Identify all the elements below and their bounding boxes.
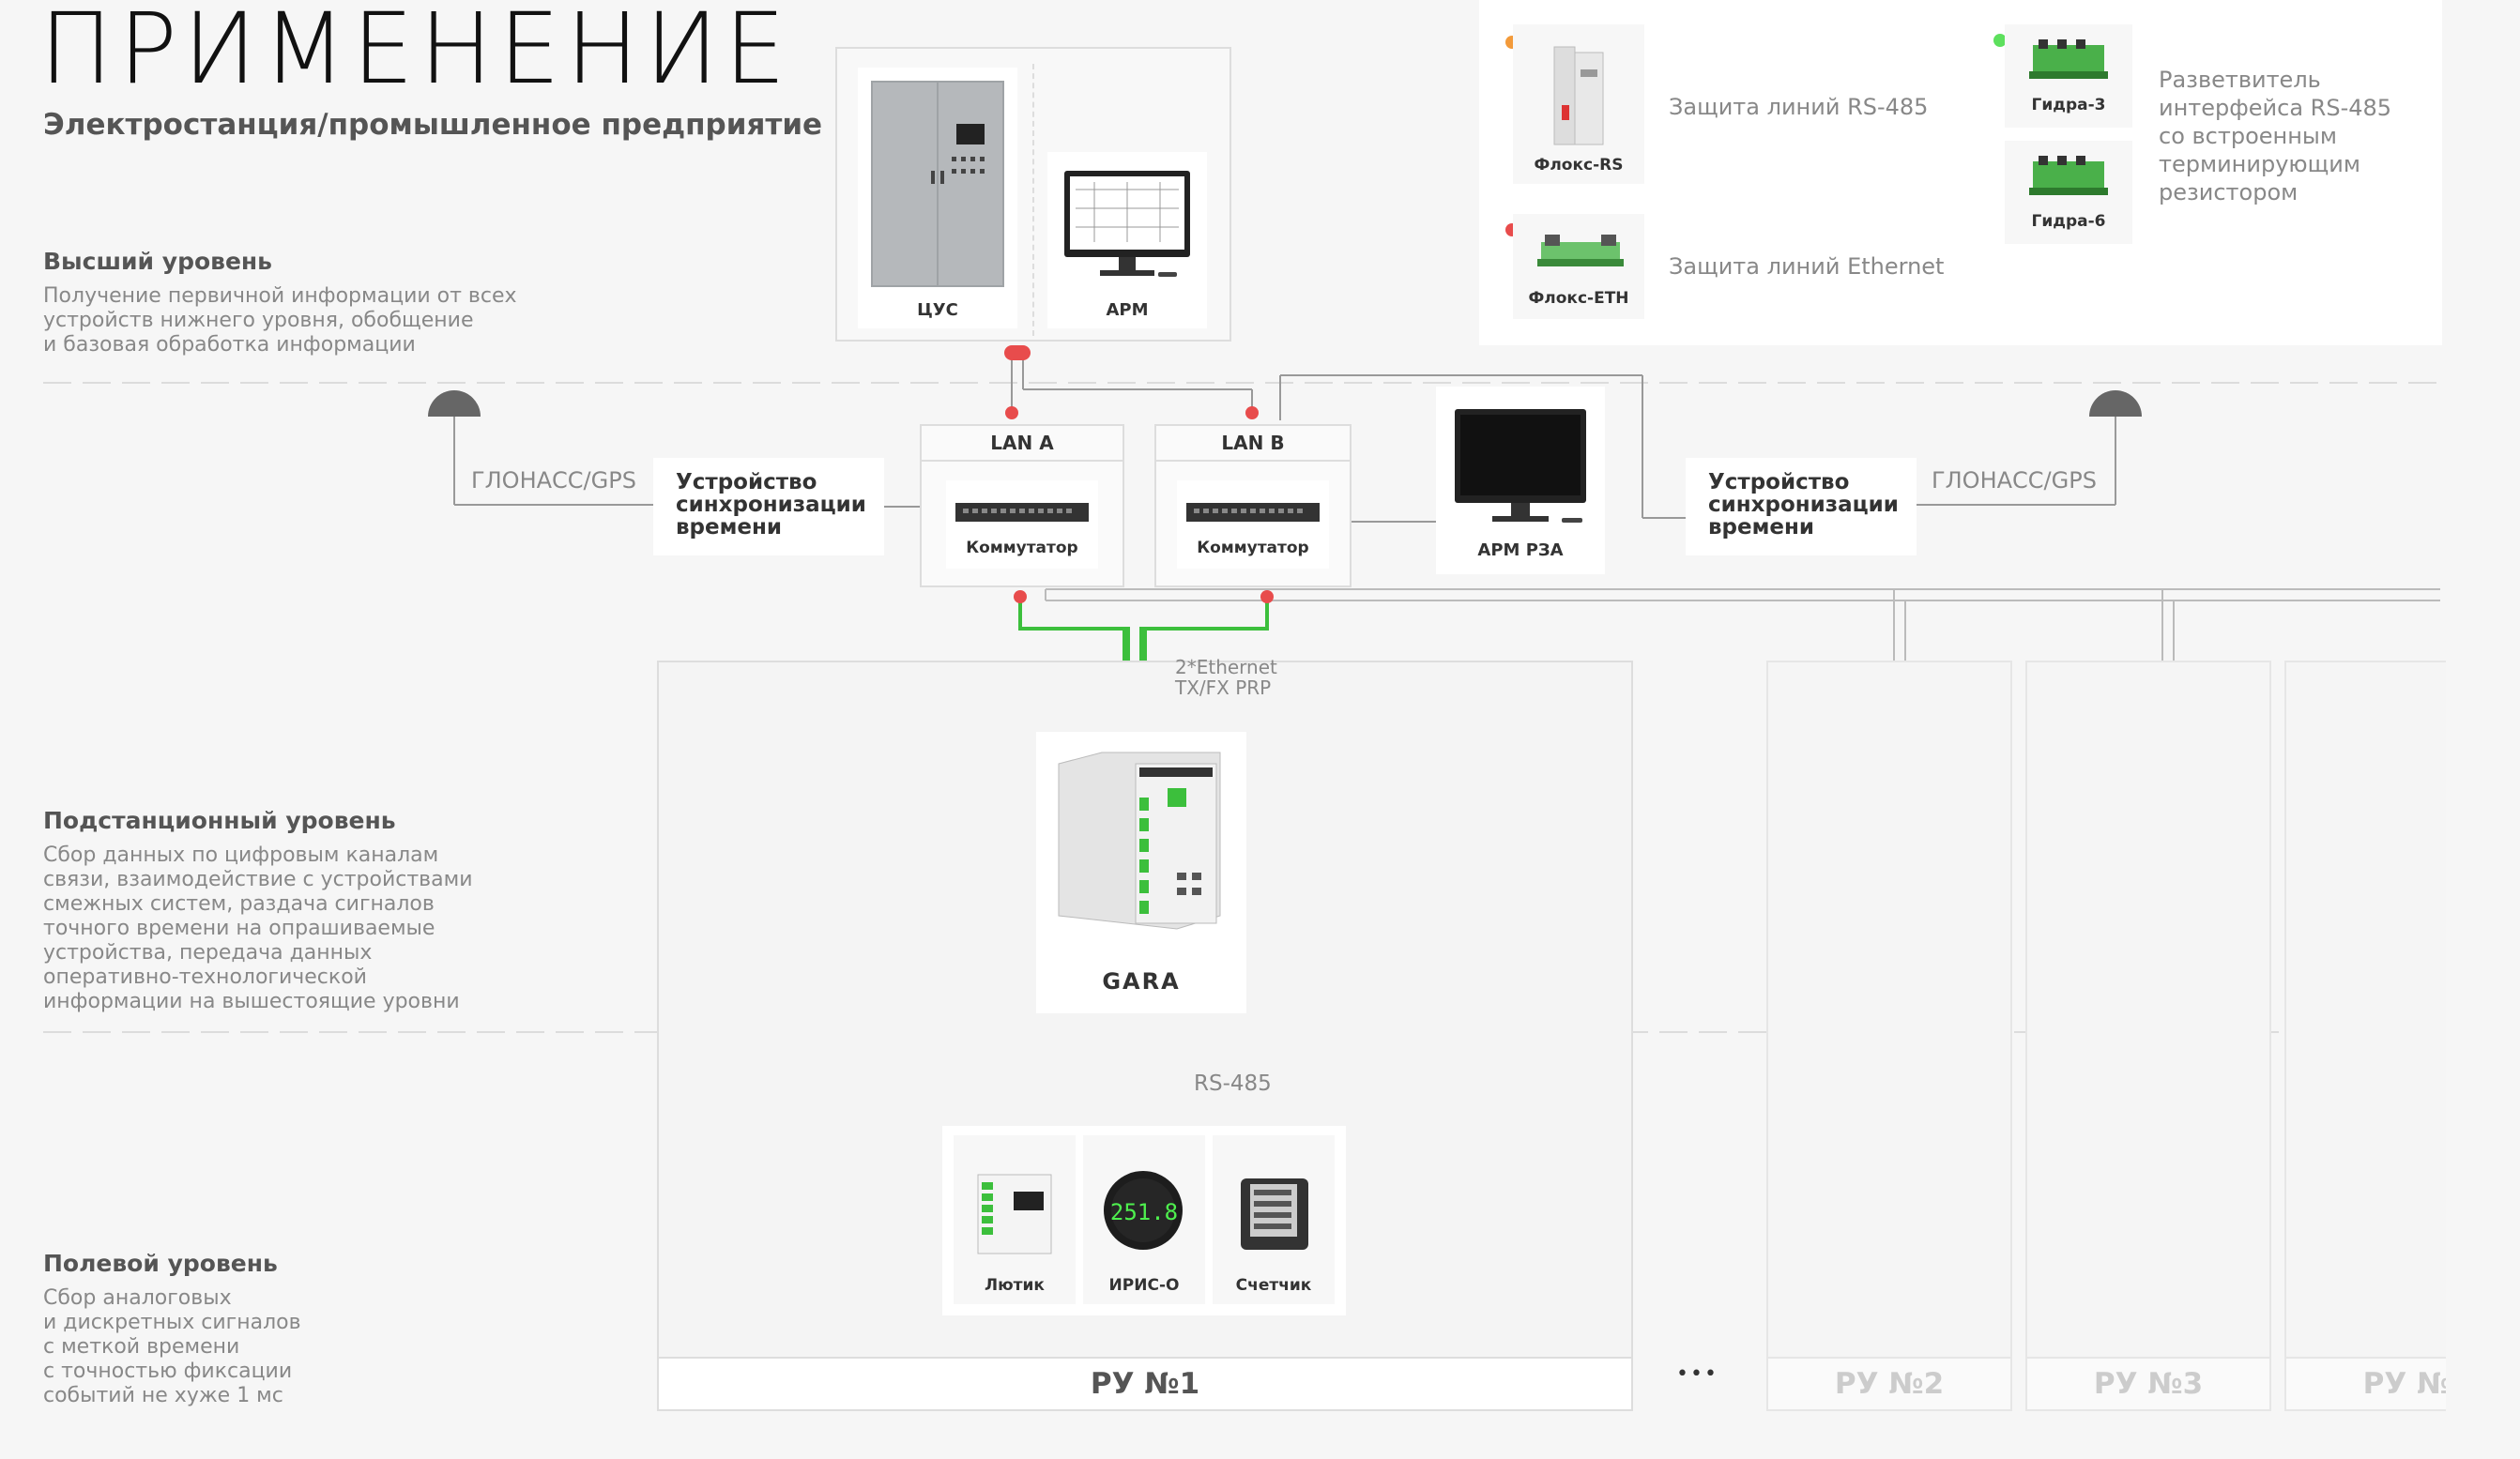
flox-eth-card: Флокс-ETH [1513, 214, 1644, 319]
din-module-icon [1553, 46, 1604, 145]
cus-label: ЦУС [917, 300, 958, 320]
switch-label: Коммутатор [1197, 539, 1309, 557]
glonass-label-right: ГЛОНАСС/GPS [1932, 467, 2097, 494]
switch-b-card: Коммутатор [1177, 480, 1329, 569]
arm-rza-label: АРМ РЗА [1477, 540, 1564, 560]
gara-controller-icon [1058, 752, 1221, 930]
lan-a-group: LAN A Коммутатор [920, 424, 1124, 587]
switch-a-card: Коммутатор [946, 480, 1098, 569]
ru2-label: РУ №2 [1768, 1357, 2010, 1409]
flox-eth-description: Защита линий Ethernet [1669, 253, 1945, 280]
ru4-frame: РУ № [2284, 661, 2446, 1411]
flox-rs-label: Флокс-RS [1534, 156, 1624, 175]
level-top: Высший уровень Получение первичной инфор… [43, 248, 569, 357]
flox-rs-description: Защита линий RS-485 [1669, 94, 1929, 120]
terminal-block-icon [2029, 39, 2108, 79]
gidra6-card: Гидра-6 [2005, 141, 2132, 244]
iris-meter-icon [1104, 1171, 1183, 1250]
ru1-label: РУ №1 [659, 1357, 1631, 1409]
gidra6-label: Гидра-6 [2031, 212, 2106, 231]
gara-card: GARA [1036, 732, 1246, 1013]
network-switch-icon [955, 503, 1089, 522]
legend-panel: Флокс-RS Защита линий RS-485 Флокс-ETH З… [1479, 0, 2442, 345]
ru2-frame: РУ №2 [1766, 661, 2012, 1411]
lutik-card: Лютик [954, 1135, 1076, 1304]
rs485-label: RS-485 [1194, 1071, 1272, 1096]
control-center-frame: ЦУС АРМ [835, 47, 1231, 342]
level-heading: Подстанционный уровень [43, 807, 396, 834]
level-heading: Высший уровень [43, 248, 272, 275]
monitor-icon [1064, 171, 1190, 277]
more-ru-ellipsis: ••• [1676, 1362, 1718, 1386]
cabinet-icon [871, 81, 1004, 287]
cus-card: ЦУС [858, 68, 1017, 328]
level-substation: Подстанционный уровень Сбор данных по ци… [43, 807, 569, 1014]
iris-display: 251.8 [1109, 1199, 1179, 1225]
lutik-module-icon [977, 1174, 1052, 1254]
arm-card: АРМ [1047, 152, 1207, 328]
ru3-label: РУ №3 [2027, 1357, 2269, 1409]
switch-label: Коммутатор [966, 539, 1078, 557]
gidra3-label: Гидра-3 [2031, 96, 2106, 114]
glonass-label-left: ГЛОНАСС/GPS [471, 467, 636, 494]
lan-b-group: LAN B Коммутатор [1154, 424, 1352, 587]
gidra3-card: Гидра-3 [2005, 24, 2132, 128]
iris-card: 251.8 ИРИС-О [1083, 1135, 1205, 1304]
terminal-block-icon [2029, 156, 2108, 195]
meter-label: Счетчик [1235, 1276, 1312, 1295]
iris-label: ИРИС-О [1108, 1276, 1180, 1295]
lutik-label: Лютик [985, 1276, 1045, 1295]
network-switch-icon [1186, 503, 1320, 522]
green-dot-icon [1993, 34, 2007, 47]
arm-label: АРМ [1106, 300, 1149, 320]
ru3-frame: РУ №3 [2025, 661, 2271, 1411]
level-heading: Полевой уровень [43, 1250, 278, 1277]
din-green-module-icon [1537, 235, 1624, 266]
gara-label: GARA [1102, 968, 1181, 995]
ru4-label: РУ № [2286, 1357, 2446, 1409]
field-devices-panel: Лютик 251.8 ИРИС-О Счетчик [942, 1126, 1346, 1315]
lan-a-label: LAN A [990, 432, 1054, 454]
monitor-icon [1455, 409, 1586, 523]
energy-meter-icon [1241, 1178, 1308, 1250]
flox-eth-label: Флокс-ETH [1528, 289, 1629, 308]
meter-card: Счетчик [1213, 1135, 1335, 1304]
lan-b-label: LAN B [1221, 432, 1285, 454]
page-subtitle: Электростанция/промышленное предприятие [43, 108, 823, 142]
arm-rza-card: АРМ РЗА [1436, 387, 1605, 574]
flox-rs-card: Флокс-RS [1513, 24, 1644, 184]
page-title: ПРИМЕНЕНИЕ [39, 0, 792, 106]
